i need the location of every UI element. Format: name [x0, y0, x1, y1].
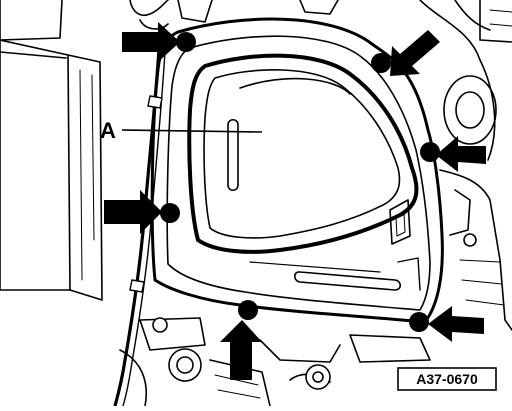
reference-code-box: A37-0670 [397, 367, 497, 391]
right-bracket [449, 189, 471, 236]
cover-inner-panel-edge [203, 69, 401, 239]
sealant-point-2 [371, 53, 391, 73]
callout-a: A [100, 118, 263, 143]
arrow-right-middle [436, 136, 486, 172]
cover-rib-top [239, 77, 351, 95]
right-pulley-hub [455, 91, 485, 129]
top-left-part [0, 0, 63, 41]
left-block-edge [0, 51, 67, 59]
arrow-bottom-right [428, 306, 484, 342]
guide-rod [113, 28, 167, 408]
cover-right-bracket [397, 257, 421, 291]
right-top-lines [489, 9, 512, 27]
top-mid-part [299, 0, 339, 15]
callout-a-label: A [100, 118, 116, 143]
cover-rib-bottom [293, 271, 402, 291]
cover-right-slot [389, 199, 411, 245]
sealant-point-3 [420, 142, 440, 162]
cover-rib-line [249, 261, 381, 273]
right-pulley [443, 75, 497, 145]
callout-a-leader [121, 129, 263, 133]
sealant-points [160, 32, 440, 332]
sealant-point-1 [176, 32, 196, 52]
reference-code-frame [397, 367, 497, 391]
left-bracket-inner [79, 69, 83, 281]
bolt-large-inner [176, 356, 194, 374]
arrow-top-left [122, 22, 180, 62]
reference-code-text: A37-0670 [416, 371, 478, 387]
cover-right-slot-inner [395, 213, 406, 237]
rod-clip-1 [147, 95, 163, 109]
top-curl [129, 0, 169, 16]
bottom-left-bracket [139, 317, 206, 351]
cover-second-edge [166, 35, 431, 311]
right-housing-1 [419, 0, 496, 161]
arrow-top-right [390, 30, 440, 76]
cover-inner-panel [187, 53, 419, 254]
bolt-tiny-1 [152, 317, 168, 333]
right-housing-lower [439, 169, 512, 331]
right-housing-2 [454, 0, 491, 31]
arrows [104, 22, 486, 380]
top-bracket [177, 0, 213, 23]
bolts [152, 233, 477, 390]
arrow-left-middle [104, 190, 162, 234]
sealant-point-6 [409, 312, 429, 332]
bolt-tiny-2 [463, 233, 477, 247]
bottom-mid-bracket [259, 339, 341, 363]
left-bracket-side [67, 54, 103, 301]
bolt-small-inner [312, 371, 324, 383]
sealant-point-4 [160, 203, 180, 223]
bottom-right-bracket [349, 334, 431, 363]
cover-slot-left [227, 118, 239, 192]
top-curl2 [139, 19, 169, 30]
bottom-plate [209, 359, 271, 407]
left-block [0, 39, 71, 291]
arrow-bottom [220, 320, 262, 380]
right-top-block [479, 0, 512, 43]
rod-clip-2 [129, 279, 145, 293]
sealant-point-5 [238, 300, 258, 320]
left-bracket-inner2 [91, 74, 95, 241]
right-ribs [459, 259, 505, 306]
